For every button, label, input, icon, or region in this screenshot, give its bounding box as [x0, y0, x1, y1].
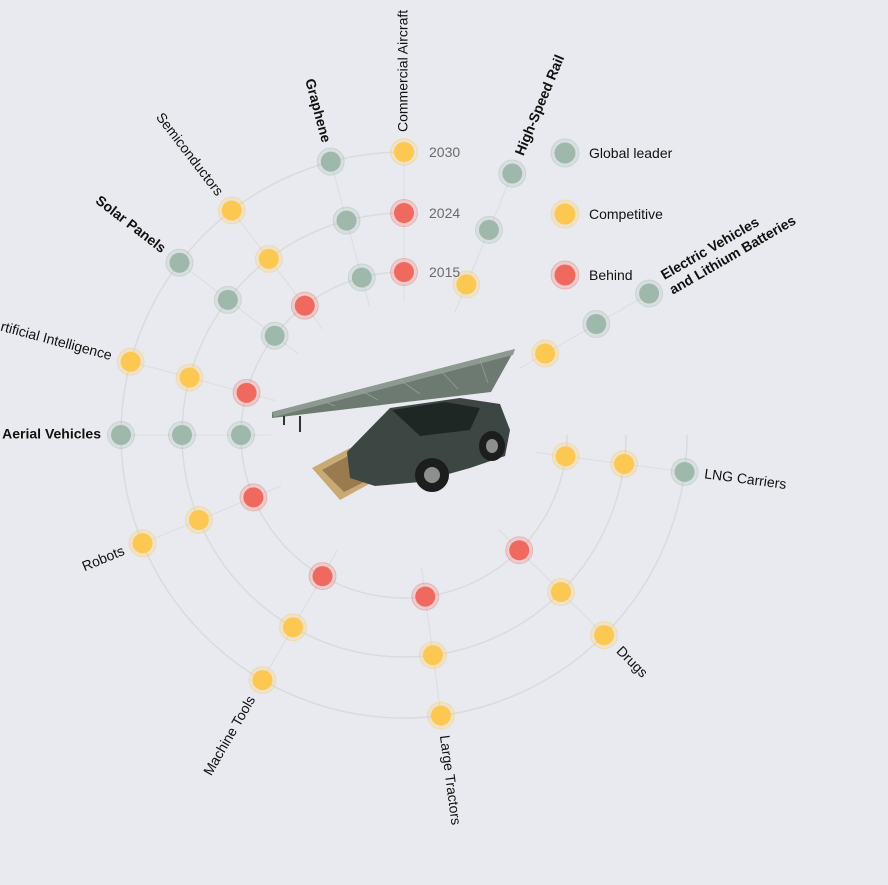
status-marker	[165, 248, 194, 277]
status-marker	[279, 613, 307, 642]
status-marker	[546, 577, 575, 606]
status-marker	[227, 421, 255, 449]
legend-label: Competitive	[589, 206, 663, 222]
status-marker	[308, 562, 337, 591]
status-marker	[260, 321, 289, 350]
category-label: Solar Panels	[93, 192, 170, 256]
status-marker	[610, 449, 639, 478]
status-markers	[107, 138, 699, 730]
status-marker	[590, 621, 619, 650]
category-label: Graphene	[302, 77, 334, 144]
status-marker	[670, 457, 699, 486]
category-label: Machine Tools	[200, 693, 258, 778]
ring-label-2030: 2030	[429, 144, 460, 160]
status-marker	[390, 138, 418, 166]
ring-label-2024: 2024	[429, 205, 460, 221]
status-marker	[418, 641, 447, 670]
category-label: Large Tractors	[437, 734, 465, 826]
legend-item-competitive: Competitive	[550, 199, 663, 229]
status-marker	[531, 339, 560, 368]
status-marker	[232, 378, 261, 407]
legend-label: Global leader	[589, 145, 673, 161]
category-label: Commercial Aircraft	[395, 10, 411, 132]
legend-item-leader: Global leader	[550, 138, 673, 168]
status-marker	[390, 199, 418, 227]
legend-swatch	[554, 142, 576, 164]
status-marker	[168, 421, 196, 449]
ring-label-2015: 2015	[429, 264, 460, 280]
ring-year-labels: 2015 2024 2030	[429, 144, 460, 280]
status-marker	[452, 270, 481, 299]
car-under-solar-canopy-image	[272, 349, 515, 500]
legend-swatch	[554, 203, 576, 225]
status-marker	[184, 505, 213, 534]
status-marker	[390, 258, 418, 286]
legend-label: Behind	[589, 267, 633, 283]
status-marker	[635, 279, 664, 308]
category-label: Robots	[80, 542, 127, 574]
status-marker	[551, 442, 580, 471]
status-marker	[217, 196, 246, 225]
status-marker	[248, 666, 277, 695]
status-marker	[316, 147, 345, 176]
status-marker	[498, 159, 527, 188]
status-marker	[175, 363, 204, 392]
category-label: Semiconductors	[153, 109, 227, 198]
status-marker	[116, 347, 145, 376]
status-marker	[128, 529, 157, 558]
status-marker	[347, 263, 376, 292]
category-label: Artificial Intelligence	[0, 316, 114, 364]
status-marker	[505, 536, 534, 565]
status-marker	[582, 310, 611, 338]
status-marker	[290, 291, 319, 320]
status-marker	[254, 244, 283, 273]
legend-swatch	[554, 264, 576, 286]
category-label: Drugs	[614, 643, 652, 681]
status-marker	[426, 701, 455, 730]
category-label: Unmanned Aerial Vehicles	[0, 426, 101, 442]
status-marker	[213, 285, 242, 314]
status-marker	[332, 206, 361, 235]
category-label: Electric Vehiclesand Lithium Batteries	[658, 197, 799, 297]
status-marker	[474, 215, 503, 244]
category-label: LNG Carriers	[704, 465, 788, 492]
status-marker	[411, 582, 440, 611]
status-marker	[239, 483, 268, 512]
status-marker	[107, 421, 135, 449]
legend-item-behind: Behind	[550, 260, 633, 290]
